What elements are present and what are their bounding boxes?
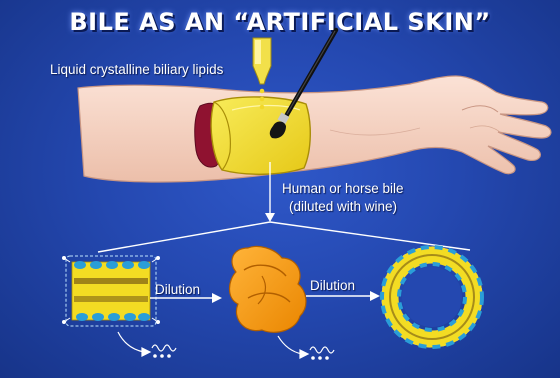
process-bracket — [98, 222, 470, 252]
unilamellar-vesicle — [382, 247, 482, 347]
dilution-label-2: Dilution — [310, 278, 355, 293]
lipid-bilayer-stack — [63, 256, 160, 326]
multilamellar-vesicle — [230, 246, 306, 332]
released-bile-salt-2 — [278, 336, 334, 359]
dilution-label-1: Dilution — [155, 282, 200, 297]
released-bile-salt-1 — [118, 332, 176, 357]
bile-label-line-2: (diluted with wine) — [289, 199, 397, 214]
lipids-label: Liquid crystalline biliary lipids — [50, 62, 223, 77]
forearm — [78, 76, 551, 182]
bile-label-line-1: Human or horse bile — [282, 181, 404, 196]
bile-pointer-arrowhead — [265, 213, 275, 222]
